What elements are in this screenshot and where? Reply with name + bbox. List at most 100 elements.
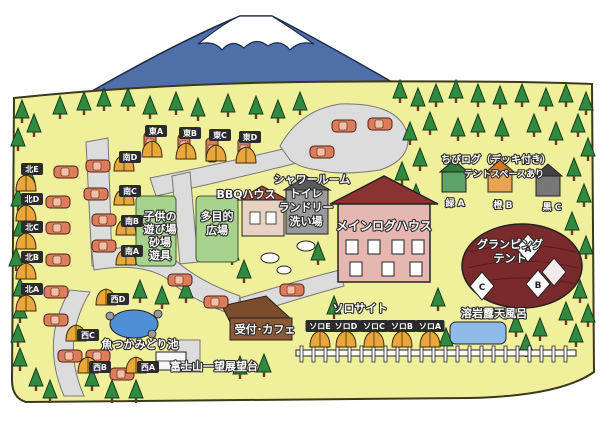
fence (295, 345, 577, 363)
fence-post (515, 345, 520, 363)
fence-post (443, 345, 448, 363)
fence-post (395, 345, 400, 363)
parked-car (203, 295, 229, 309)
fence-post (455, 345, 460, 363)
glamping-tents (469, 233, 567, 301)
fence-post (335, 345, 340, 363)
washroom-label: 洗い場 (290, 214, 323, 228)
tent-north-label: 北C (21, 221, 43, 233)
parked-car (91, 213, 117, 227)
main-house-label: メインログハウス (336, 218, 432, 233)
fence-post (527, 345, 532, 363)
text-labels: 子供の 遊び場 砂場 遊具 多目的 広場 BBQハウス シャワールーム トイレ … (100, 152, 562, 374)
fence-post (371, 345, 376, 363)
small-cabins-title: ちびログ（デッキ付き） (441, 153, 551, 166)
glamping-label-2: テント (494, 252, 527, 265)
svg-text:ソロA: ソロA (419, 322, 442, 331)
parked-car (43, 313, 69, 327)
svg-text:ソロD: ソロD (335, 322, 358, 331)
toilet-label: トイレ (290, 187, 323, 200)
multi-purpose-plaza (195, 195, 239, 263)
fence-post (383, 345, 388, 363)
parked-car (85, 159, 111, 173)
svg-text:西D: 西D (111, 295, 126, 304)
svg-text:ソロB: ソロB (391, 322, 413, 331)
fence-post (503, 345, 508, 363)
svg-text:西B: 西B (93, 363, 107, 372)
solo-site-label: ソロE (305, 320, 335, 332)
solo-site-label: ソロB (387, 320, 417, 332)
fence-post (407, 345, 412, 363)
svg-text:北B: 北B (25, 252, 39, 262)
fence-post (311, 345, 316, 363)
tent-north-label: 北D (21, 193, 43, 205)
tent-south-label: 南B (121, 215, 143, 227)
tent-east-label: 東C (209, 129, 231, 141)
kids-area-label-4: 遊具 (149, 248, 171, 262)
svg-text:北C: 北C (25, 222, 39, 232)
bbq-house (236, 185, 289, 237)
tent-south-label: 南A (121, 245, 143, 257)
cabin-green-label: 緑 A (445, 197, 464, 209)
parked-car (167, 273, 193, 287)
goats (260, 240, 316, 275)
svg-text:ソロC: ソロC (363, 322, 385, 331)
tent-east-label: 東B (179, 127, 201, 139)
parked-car (45, 195, 71, 209)
pond-label: 魚つかみどり池 (102, 337, 179, 351)
fish-pond (105, 309, 163, 339)
fence-post (551, 345, 556, 363)
fence-post (299, 345, 304, 363)
solo-title: ソロサイト (333, 302, 388, 315)
parked-car (91, 239, 117, 253)
solo-site-label: ソロC (359, 320, 389, 332)
tent-north-label: 北B (21, 251, 43, 263)
glamping-tent-c: C (479, 283, 486, 293)
shower-label: シャワールーム (274, 173, 351, 186)
svg-text:北E: 北E (25, 164, 38, 174)
svg-text:西C: 西C (81, 331, 95, 340)
laundry-label: ランドリー (279, 201, 334, 214)
tent-south-label: 南C (119, 185, 141, 197)
svg-text:東B: 東B (183, 128, 197, 138)
parked-car (45, 221, 71, 235)
svg-text:南C: 南C (123, 186, 137, 196)
cabin-black-label: 黒 C (543, 202, 562, 213)
glamping-label-1: グランピング (477, 237, 543, 251)
reception-cafe (221, 295, 293, 341)
svg-text:南A: 南A (125, 246, 140, 256)
parked-car (279, 283, 305, 297)
tent-south-label: 南D (119, 151, 141, 163)
glamping-tent-b: B (535, 281, 542, 291)
fence-post (347, 345, 352, 363)
parked-car (83, 187, 109, 201)
main-log-house (329, 175, 439, 283)
fence-post (479, 345, 484, 363)
parked-car (45, 253, 71, 267)
tent-east-label: 東D (239, 131, 261, 143)
svg-text:南B: 南B (125, 216, 139, 226)
svg-text:北D: 北D (25, 194, 40, 204)
parked-car (367, 117, 393, 131)
parked-car (57, 349, 83, 363)
svg-text:南D: 南D (123, 152, 138, 162)
plaza-label-2: 広場 (206, 223, 228, 237)
solo-sites: ソロE ソロD ソロC ソロB ソロA (305, 320, 445, 348)
solo-site-label: ソロD (331, 320, 361, 332)
svg-text:東C: 東C (213, 130, 227, 140)
plaza-label-1: 多目的 (201, 209, 234, 223)
fence-post (431, 345, 436, 363)
glamping-tent-a: A (525, 245, 532, 255)
bbq-label: BBQハウス (216, 188, 275, 201)
svg-text:西A: 西A (141, 363, 156, 372)
kids-area-label-1: 子供の (144, 209, 177, 223)
small-cabins-subtitle: テントスペースあり (464, 169, 544, 180)
svg-text:東A: 東A (149, 126, 164, 136)
svg-text:ソロE: ソロE (309, 322, 330, 331)
reception-label: 受付･カフェ (235, 322, 296, 336)
fence-post (467, 345, 472, 363)
fence-post (539, 345, 544, 363)
svg-text:東D: 東D (243, 132, 258, 142)
